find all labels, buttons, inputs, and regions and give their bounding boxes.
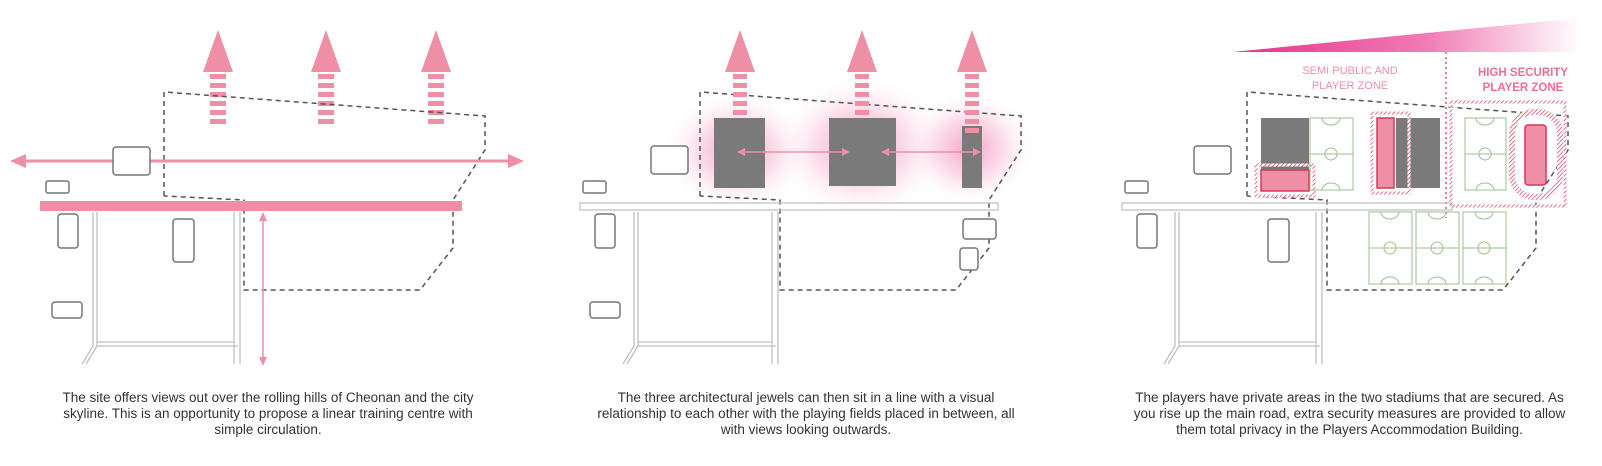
caption-security-zones: The players have private areas in the tw… [1133,390,1566,437]
small-building [1136,213,1158,249]
stadium-ring [1509,109,1563,200]
small-building [45,180,70,194]
main-road [40,201,462,211]
playing-field [1415,211,1460,285]
relationship-arrow [881,148,981,156]
main-road [579,202,999,211]
panel-security-zones: SEMI PUBLIC AND PLAYER ZONE HIGH SECURIT… [1121,18,1580,365]
secure-area-hatch [1449,100,1567,208]
zone-label-high-security: PLAYER ZONE [1483,82,1564,94]
site-outline [1163,212,1323,365]
player-area [1376,117,1395,189]
panel-site-views [10,30,524,366]
site-boundary [1246,91,1569,291]
caption-site-views: The site offers views out over the rolli… [62,390,474,437]
playing-field [1309,117,1354,191]
site-outline [81,212,241,365]
small-building [959,247,979,271]
small-building [1124,180,1149,194]
site-boundary [163,91,486,291]
small-building [57,213,79,249]
small-building [962,218,997,240]
small-building [51,301,83,319]
security-gradient-wedge [1232,18,1580,52]
circulation-arrow [10,154,524,168]
view-arrow-up [847,30,877,115]
panel-architectural-jewels [579,30,1035,365]
site-outline [622,212,779,365]
view-arrow-up [957,30,987,133]
secure-area-hatch [1254,163,1316,198]
jewel-building [962,126,982,188]
caption-architectural-jewels: The three architectural jewels can then … [597,390,1015,437]
zone-label-high-security: HIGH SECURITY [1478,67,1568,79]
playing-field [1462,211,1507,285]
view-arrow-up [725,30,755,115]
zone-label-semi-public: PLAYER ZONE [1312,80,1388,92]
vertical-arrow [259,212,267,366]
small-building [594,213,616,249]
small-building [1193,145,1232,175]
small-building [589,301,621,319]
playing-field [1464,117,1507,191]
playing-field [1368,211,1413,285]
player-area [1260,169,1310,192]
view-arrow-up [203,30,233,124]
small-building [582,180,607,194]
small-building [112,146,151,176]
stadium-building [1396,118,1440,188]
relationship-arrow [737,148,850,156]
view-arrow-up [421,30,451,124]
main-road [1121,202,1453,211]
secure-area-hatch [1370,111,1411,195]
view-arrow-up [311,30,341,124]
small-building [1267,218,1290,263]
small-building [650,145,689,175]
zone-label-semi-public: SEMI PUBLIC AND [1302,65,1397,77]
player-accommodation [1524,124,1547,186]
small-building [172,218,195,263]
